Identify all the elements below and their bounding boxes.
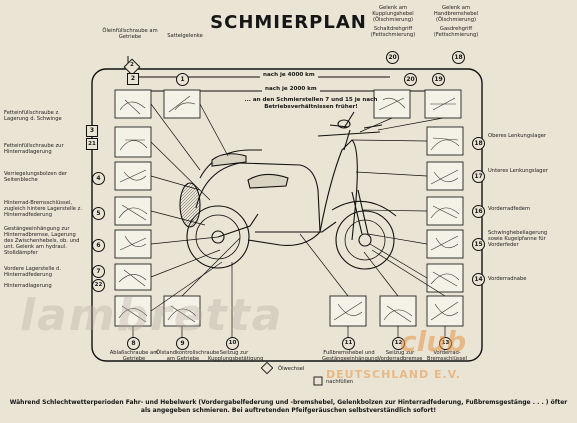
interval-2000: nach je 2000 km (262, 86, 320, 92)
label-handbrake-lever-joint: Gelenk am Handbremshebel (Ölschmierung) (433, 5, 479, 23)
footer-note: Während Schlechtwetterperioden Fahr- und… (9, 399, 568, 414)
label-side-panel-bolt: Verriegelungsbolzen der Seitenbleche (4, 171, 68, 183)
label-front-bearing-rear-suspension: Vordere Lagerstelle d. Hinterradfederung (4, 266, 61, 278)
label-upper-steering-bearing: Oberes Lenkungslager (488, 133, 547, 139)
label-swing-arm-bearing: Fetteinfüllschraube z. Lagerung d. Schwi… (4, 110, 62, 122)
detail-box-2 (114, 89, 152, 119)
label-drain-screw: Ablaßschraube am Getriebe (109, 350, 159, 362)
legend-oil-change: Ölwechsel (278, 366, 305, 372)
label-rear-brake-key: Hinterrad-Bremsschlüssel, zugleich hinte… (4, 200, 82, 218)
watermark-club: club (400, 325, 467, 358)
label-brake-linkage: Gestängeeinhängung zur Hinterradbremse, … (4, 226, 80, 256)
page-title: SCHMIERPLAN (210, 12, 367, 33)
label-clutch-cable: Seilzug zur Kupplungsbetätigung (208, 350, 264, 362)
detail-box-17 (426, 161, 464, 191)
label-front-hub: Vorderradnabe (488, 276, 527, 282)
label-rear-wheel-bearing: Hinterradlagerung (4, 283, 52, 289)
label-throttle-grip: Gasdrehgriff (Fettschmierung) (433, 26, 479, 38)
label-swing-lever-bearing: Schwinghebellagerung sowie Kugelpfanne f… (488, 230, 548, 248)
detail-box-13 (426, 295, 464, 327)
label-foot-brake-lever: Fußbremshebel und Gestängeeinhängung (322, 350, 378, 362)
label-front-springs: Vorderradfedern (488, 206, 531, 212)
label-oil-fill-gear: Öleinfüllschraube am Getriebe (102, 28, 158, 40)
detail-box-16 (426, 196, 464, 226)
detail-box-18 (426, 126, 464, 156)
label-front-brake-key: Vorderrad-Bremsschlüssel (426, 350, 468, 362)
watermark-country: DEUTSCHLAND E.V. (326, 368, 461, 381)
interval-4000: nach je 4000 km (260, 72, 318, 78)
label-lower-steering-bearing: Unteres Lenkungslager (488, 168, 548, 174)
label-rear-wheel-bearing-fill: Fetteinfüllschraube zur Hinterradlagerun… (4, 143, 64, 155)
detail-box-15 (426, 229, 464, 259)
legend-square (313, 376, 323, 386)
label-oil-level-screw: Ölstandkontrollschraube am Getriebe (156, 350, 220, 362)
legend-refill: nachfüllen (326, 379, 354, 385)
label-clutch-lever-joint: Gelenk am Kupplungshebel (Ölschmierung) (372, 5, 414, 23)
legend-diamond (260, 361, 274, 375)
interval-note: ... an den Schmierstellen 7 und 15 je na… (244, 97, 378, 110)
scooter-drawing (179, 111, 397, 270)
watermark-lambretta: lambretta (20, 290, 284, 341)
label-front-brake-cable: Seilzug zur Vorderradbremse (377, 350, 423, 362)
label-shift-grip: Schaltdrehgriff (Fettschmierung) (370, 26, 416, 38)
label-saddle-joint: Sattelgelenke (167, 33, 203, 39)
detail-box-3 (114, 126, 152, 158)
detail-box-5 (114, 196, 152, 226)
